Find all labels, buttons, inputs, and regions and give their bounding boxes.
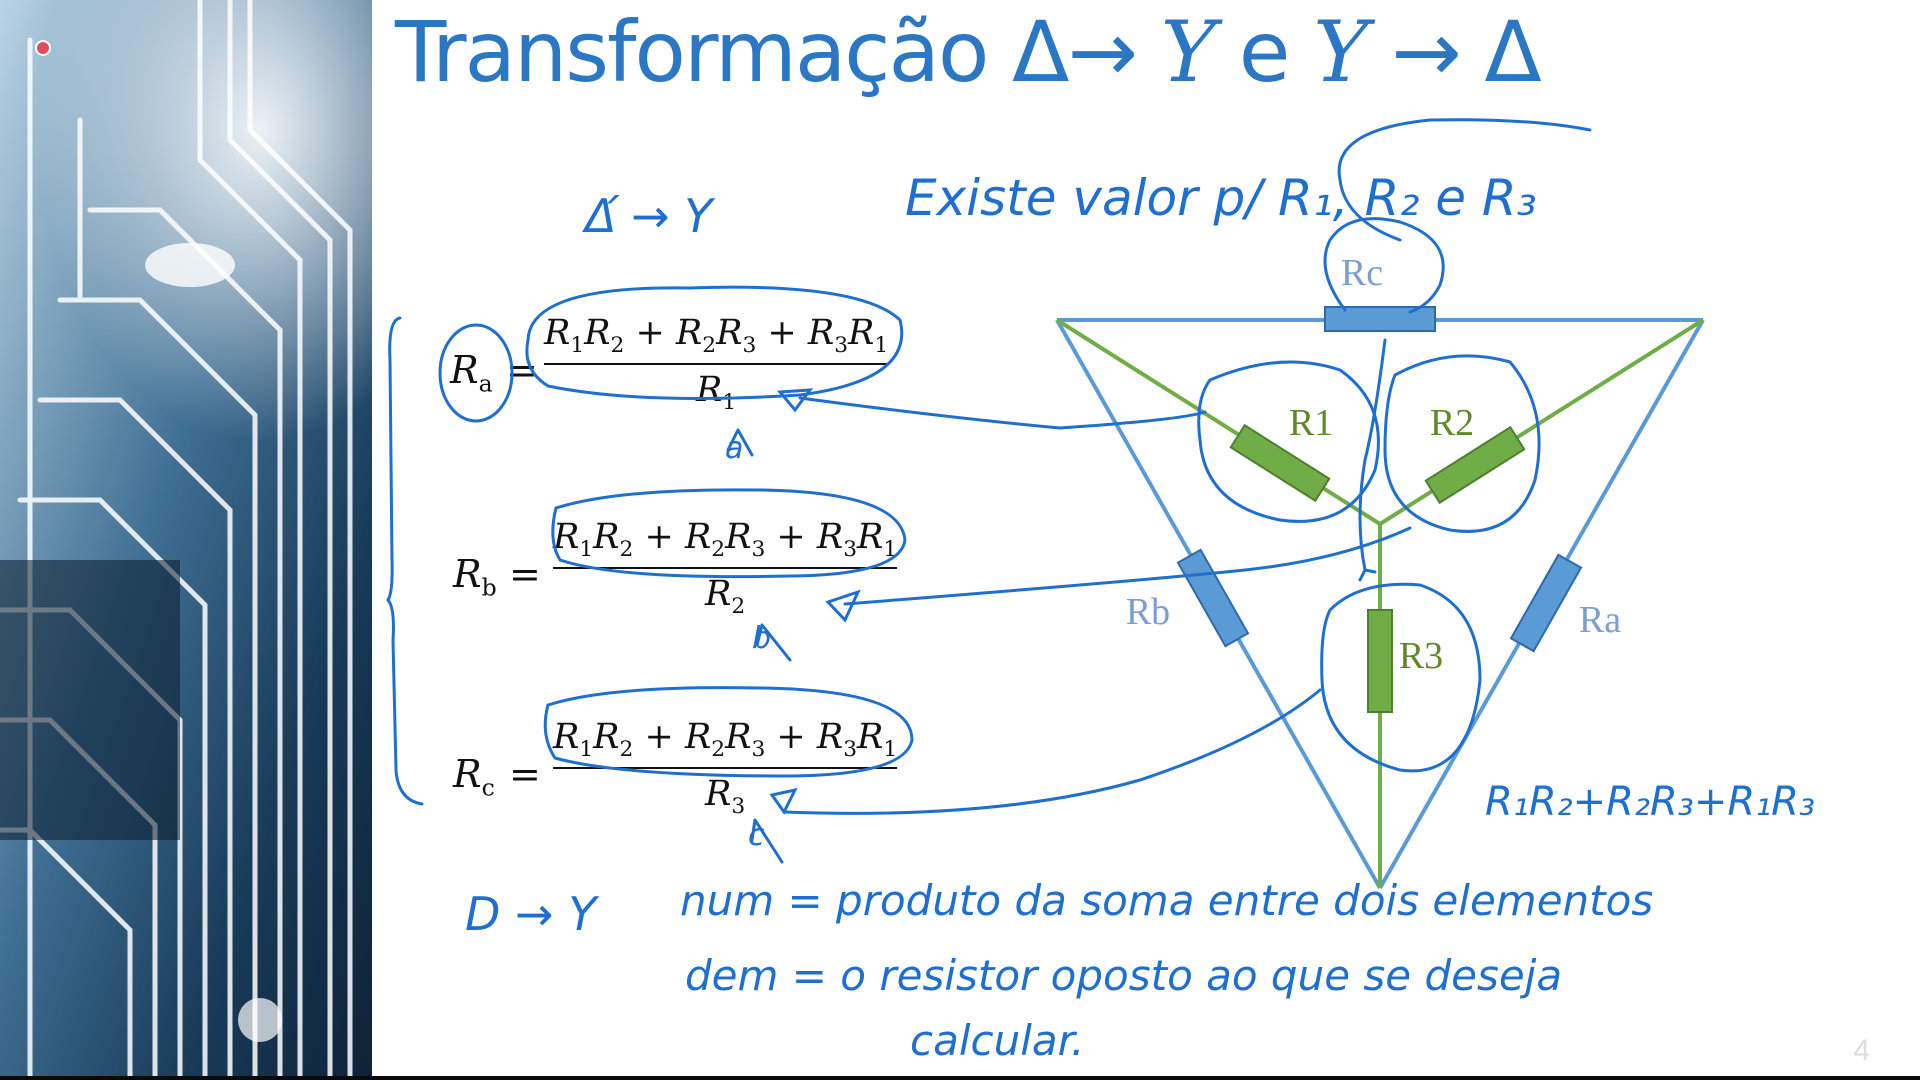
label-r1: R1 bbox=[1289, 402, 1333, 444]
page-number: 4 bbox=[1853, 1034, 1870, 1067]
bottom-edge bbox=[0, 1076, 1920, 1080]
fraction-bar bbox=[553, 567, 898, 570]
equals-sign: = bbox=[509, 752, 541, 796]
resistor-rb bbox=[1176, 548, 1250, 648]
label-r2: R2 bbox=[1430, 402, 1474, 444]
formula-rc-lhs: Rc bbox=[453, 752, 495, 802]
note-num: num = produto da soma entre dois element… bbox=[680, 876, 1653, 925]
laser-pointer-dot bbox=[35, 40, 51, 56]
label-rc: Rc bbox=[1341, 252, 1383, 294]
wye-star bbox=[1055, 318, 1705, 888]
fraction-bar bbox=[553, 767, 898, 770]
resistor-rc bbox=[1324, 306, 1436, 332]
formula-ra-lhs: Ra bbox=[450, 348, 493, 398]
numerator: R1R2 + R2R3 + R3R1 bbox=[544, 313, 889, 358]
title-connector: e bbox=[1214, 3, 1314, 101]
label-r3: R3 bbox=[1399, 635, 1443, 677]
note-den: dem = o resistor oposto ao que se deseja bbox=[685, 951, 1562, 1000]
fraction-ra: R1R2 + R2R3 + R3R1 R1 bbox=[544, 312, 889, 416]
note-delta-to-y-bottom: D → Y bbox=[465, 887, 600, 941]
title-y-symbol-2: Y bbox=[1313, 3, 1368, 101]
resistor-r2 bbox=[1424, 425, 1526, 505]
fraction-rc: R1R2 + R2R3 + R3R1 R3 bbox=[553, 716, 898, 820]
denominator: R3 bbox=[705, 774, 746, 820]
equals-sign: = bbox=[509, 552, 541, 596]
denominator: R2 bbox=[705, 574, 746, 620]
resistor-ra bbox=[1509, 553, 1583, 653]
title-suffix: → Δ bbox=[1366, 3, 1542, 101]
resistor-r3 bbox=[1367, 609, 1393, 713]
title-prefix: Transformação Δ→ bbox=[395, 3, 1161, 101]
formula-rb-lhs: Rb bbox=[453, 552, 497, 602]
circuit-board-image bbox=[0, 0, 372, 1080]
note-calcular: calcular. bbox=[910, 1016, 1084, 1065]
numerator: R1R2 + R2R3 + R3R1 bbox=[553, 717, 898, 762]
equals-sign: = bbox=[506, 348, 538, 392]
note-sum-products: R₁R₂+R₂R₃+R₁R₃ bbox=[1485, 779, 1815, 825]
title-y-symbol: Y bbox=[1160, 3, 1216, 101]
resistor-r1 bbox=[1229, 423, 1331, 503]
mark-c: c bbox=[748, 818, 765, 853]
mark-b: b bbox=[752, 621, 771, 656]
label-ra: Ra bbox=[1579, 599, 1621, 641]
note-delta-to-y: Δ́ → Y bbox=[582, 189, 716, 243]
label-rb: Rb bbox=[1126, 591, 1170, 633]
fraction-rb: R1R2 + R2R3 + R3R1 R2 bbox=[553, 516, 898, 620]
delta-triangle bbox=[1055, 318, 1705, 889]
delta-wye-diagram: Rc Rb Ra R1 R2 R3 bbox=[1055, 252, 1705, 889]
denominator: R1 bbox=[696, 370, 737, 416]
mark-a: a bbox=[725, 431, 743, 466]
fraction-bar bbox=[544, 363, 889, 366]
note-existe-valor: Existe valor p/ R₁, R₂ e R₃ bbox=[905, 169, 1537, 227]
numerator: R1R2 + R2R3 + R3R1 bbox=[553, 517, 898, 562]
slide-title: Transformação Δ→ Y e Y → Δ bbox=[395, 2, 1542, 103]
